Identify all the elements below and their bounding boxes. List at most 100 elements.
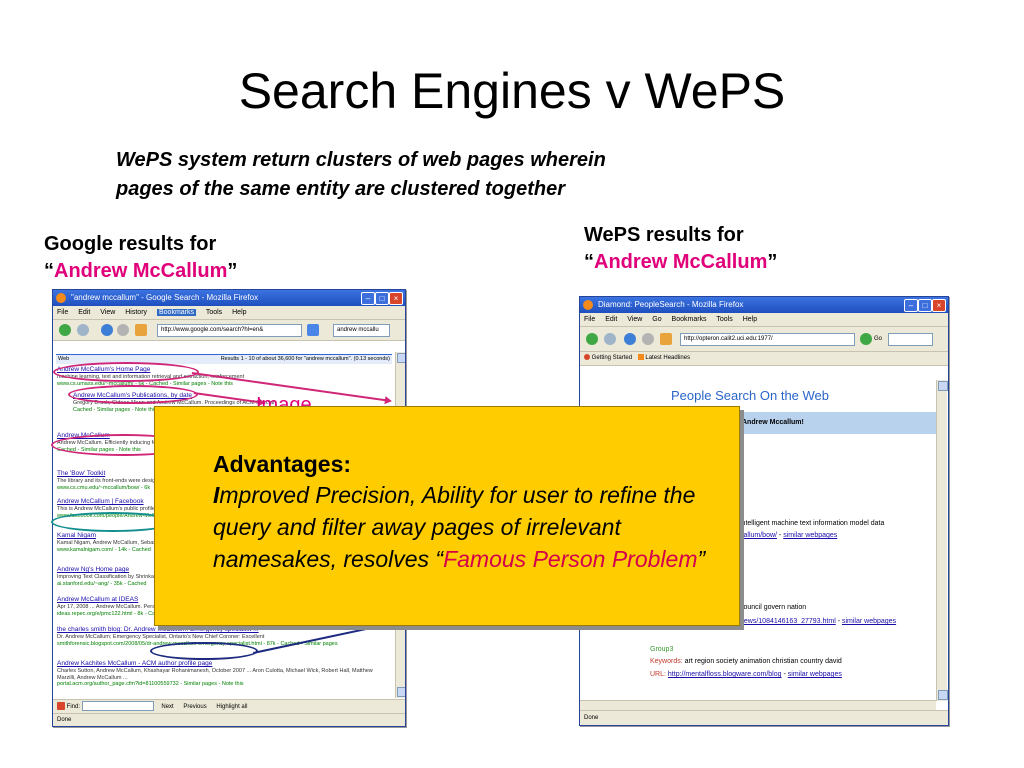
result-title[interactable]: Andrew Ng's Home page	[57, 566, 130, 573]
minimize-icon[interactable]: –	[361, 292, 375, 305]
result-title[interactable]: Kamal Nigam	[57, 532, 97, 539]
weps-search-box[interactable]	[888, 333, 933, 346]
weps-banner-text: Andrew Mccallum!	[742, 419, 804, 426]
weps-fragment-keywords-2: council govern nation	[740, 604, 807, 611]
rss-icon	[637, 354, 644, 361]
google-results-header: Web Results 1 - 10 of about 36,600 for "…	[56, 354, 392, 364]
weps-fragment-url-1: callum/bow/ - similar webpages	[740, 532, 838, 539]
group3-url-link[interactable]: http://mentalfloss.blogware.com/blog	[667, 671, 782, 678]
annotation-ellipse-blog	[150, 642, 258, 660]
quote-open: “	[44, 260, 54, 282]
google-find-bar: Find: Next Previous Highlight all	[53, 699, 405, 714]
menu-go[interactable]: Go	[652, 316, 662, 323]
find-previous-button[interactable]: Previous	[183, 704, 207, 710]
close-icon[interactable]: ×	[932, 299, 946, 312]
weps-results-label: WePS results for “Andrew McCallum”	[584, 222, 777, 276]
forward-icon[interactable]	[77, 324, 89, 336]
go-button[interactable]: Go	[874, 336, 883, 342]
similar-webpages-link-1[interactable]: similar webpages	[783, 532, 838, 539]
reload-icon[interactable]	[101, 324, 113, 336]
scroll-up-icon[interactable]	[938, 381, 948, 391]
find-next-button[interactable]: Next	[161, 704, 174, 710]
keywords-label: Keywords:	[650, 658, 683, 665]
bookmark-latest-headlines[interactable]: Latest Headlines	[645, 355, 691, 361]
result-title[interactable]: Andrew McCallum | Facebook	[57, 498, 144, 505]
back-icon[interactable]	[586, 333, 598, 345]
google-search-box[interactable]: andrew mccallu	[333, 324, 390, 337]
callout-body-text: mproved Precision, Ability for user to r…	[213, 482, 696, 572]
weps-horizontal-scrollbar[interactable]	[580, 700, 936, 711]
go-icon[interactable]	[307, 324, 319, 336]
result-snippet: Dr. Andrew McCallum; Emergency Specialis…	[57, 634, 265, 640]
bookmark-getting-started[interactable]: Getting Started	[591, 355, 633, 361]
close-icon[interactable]: ×	[389, 292, 403, 305]
result-title[interactable]: Andrew Kachites McCallum - ACM author pr…	[57, 660, 213, 667]
google-results-label: Google results for “Andrew McCallum”	[44, 231, 237, 285]
stop-icon[interactable]	[642, 333, 654, 345]
result-snippet: The library and its front-ends were desi…	[57, 478, 246, 484]
google-url-bar[interactable]: http://www.google.com/search?hl=en&	[157, 324, 302, 337]
reload-icon[interactable]	[624, 333, 636, 345]
result-url: www.cs.cmu.edu/~mccallum/bow/ - 6k	[57, 484, 151, 491]
menu-bookmarks[interactable]: Bookmarks	[156, 309, 196, 316]
menu-file[interactable]: File	[584, 316, 596, 323]
menu-tools[interactable]: Tools	[205, 309, 223, 316]
google-label-prefix: Google results for	[44, 233, 217, 255]
scroll-up-icon[interactable]	[397, 353, 405, 363]
result-title[interactable]: Andrew McCallum at IDEAS	[57, 596, 139, 603]
home-icon[interactable]	[660, 333, 672, 345]
annotation-ellipse-result-1	[53, 362, 199, 382]
go-icon[interactable]	[860, 333, 872, 345]
back-icon[interactable]	[59, 324, 71, 336]
menu-bookmarks[interactable]: Bookmarks	[671, 316, 707, 323]
weps-scrollbar[interactable]	[936, 380, 948, 701]
menu-history[interactable]: History	[125, 309, 148, 316]
similar-webpages-link-2[interactable]: similar webpages	[841, 618, 897, 625]
weps-fragment-url-2: news/1084146163_27793.html - similar web…	[740, 618, 897, 625]
menu-view[interactable]: View	[627, 316, 643, 323]
keywords-value: art region society animation christian c…	[684, 658, 842, 665]
menu-tools[interactable]: Tools	[716, 316, 733, 323]
weps-url-bar[interactable]: http://opteron.calit2.uci.edu:1977/	[680, 333, 855, 346]
result-title[interactable]: The 'Bow' Toolkit	[57, 470, 106, 477]
result-url: ai.stanford.edu/~ang/ - 35k - Cached	[57, 580, 147, 587]
find-input[interactable]	[81, 701, 154, 712]
firefox-icon	[56, 293, 66, 303]
menu-help[interactable]: Help	[742, 316, 758, 323]
weps-statusbar: Done	[580, 710, 948, 725]
highlight-all-button[interactable]: Highlight all	[216, 704, 248, 710]
group3-similar-link[interactable]: similar webpages	[787, 671, 842, 678]
menu-help[interactable]: Help	[232, 309, 247, 316]
weps-url-link-1[interactable]: callum/bow/	[740, 532, 777, 539]
menu-file[interactable]: File	[57, 309, 69, 316]
result-snippet: Kamal Nigam, Andrew McCallum, Sebastian …	[57, 540, 224, 546]
forward-icon[interactable]	[604, 333, 616, 345]
google-result-6: Kamal Nigam Kamal Nigam, Andrew McCallum…	[57, 532, 391, 553]
weps-url-link-2[interactable]: news/1084146163_27793.html	[740, 618, 836, 625]
url-label: URL:	[650, 671, 666, 678]
weps-window-title: Diamond: PeopleSearch - Mozilla Firefox	[598, 300, 744, 309]
weps-label-name: Andrew McCallum	[594, 251, 768, 273]
menu-edit[interactable]: Edit	[605, 316, 618, 323]
menu-view[interactable]: View	[100, 309, 116, 316]
web-tab[interactable]: Web	[58, 356, 70, 362]
slide-title: Search Engines v WePS	[238, 63, 786, 119]
close-find-icon[interactable]	[57, 702, 65, 711]
google-statusbar: Done	[53, 713, 405, 726]
maximize-icon[interactable]: □	[918, 299, 932, 312]
callout-body-initial: I	[213, 482, 220, 508]
weps-label-prefix: WePS results for	[584, 224, 744, 246]
result-title[interactable]: the charles smith blog: Dr. Andrew McCal…	[57, 626, 259, 633]
google-navbar: http://www.google.com/search?hl=en& andr…	[53, 320, 405, 341]
stop-icon[interactable]	[117, 324, 129, 336]
weps-bookmarks-bar: Getting Started Latest Headlines	[580, 352, 948, 366]
weps-fragment-keywords-1: intelligent machine text information mod…	[740, 520, 885, 527]
maximize-icon[interactable]: □	[375, 292, 389, 305]
home-icon[interactable]	[135, 324, 147, 336]
menu-edit[interactable]: Edit	[78, 309, 91, 316]
firefox-icon	[583, 300, 593, 310]
minimize-icon[interactable]: –	[904, 299, 918, 312]
google-result-7: Andrew Ng's Home page Improving Text Cla…	[57, 566, 391, 587]
scroll-down-icon[interactable]	[938, 690, 948, 700]
scroll-down-icon[interactable]	[397, 687, 405, 697]
